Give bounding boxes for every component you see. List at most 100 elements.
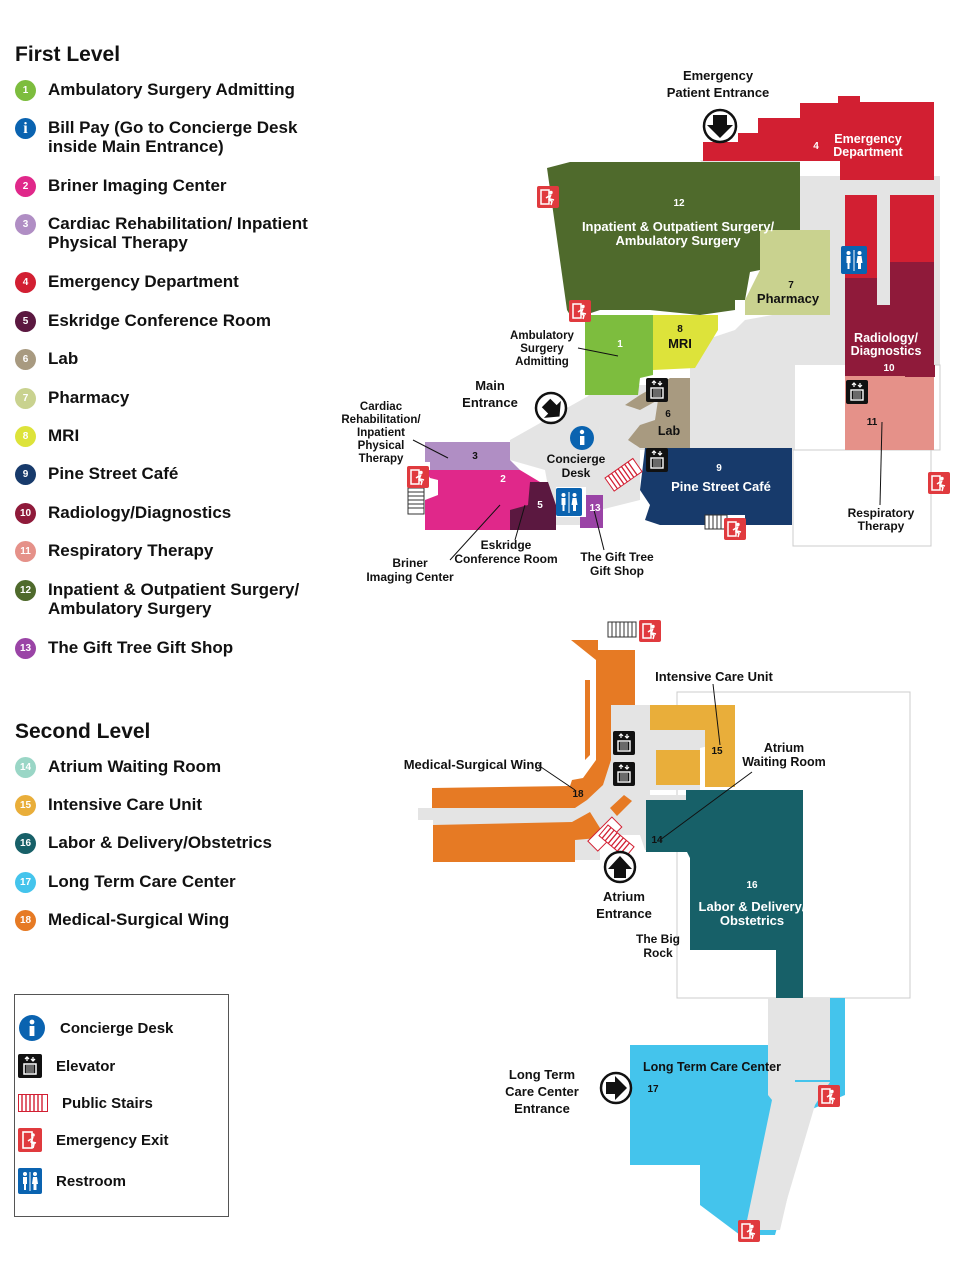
- legend-number-badge: 3: [15, 214, 36, 235]
- restroom-icon: [840, 245, 868, 275]
- legend-label: Bill Pay (Go to Concierge Desk inside Ma…: [48, 118, 298, 156]
- area-number-9: 9: [716, 463, 722, 474]
- area-number-16: 16: [746, 880, 758, 891]
- area-number-8: 8: [677, 324, 683, 335]
- second-level-heading: Second Level: [15, 720, 151, 743]
- elevator-icon: [612, 761, 636, 787]
- key-stairs: Public Stairs: [18, 1094, 153, 1112]
- area-number-17: 17: [647, 1084, 659, 1095]
- legend-label: Pine Street Café: [48, 464, 179, 483]
- restroom-icon: [18, 1168, 42, 1194]
- legend-label: Intensive Care Unit: [48, 795, 202, 814]
- legend-item: 12 Inpatient & Outpatient Surgery/ Ambula…: [15, 580, 325, 618]
- legend-number-badge: 12: [15, 580, 36, 601]
- first-level-heading: First Level: [15, 43, 121, 66]
- legend-number-badge: 15: [15, 795, 36, 816]
- legend-number-badge: 8: [15, 426, 36, 447]
- emergency-entrance-arrow-icon: [702, 108, 738, 144]
- label-lab: Lab: [658, 424, 681, 438]
- area-number-1: 1: [617, 339, 623, 350]
- legend-item: 7 Pharmacy: [15, 388, 325, 409]
- legend-label: Lab: [48, 349, 79, 368]
- legend-label: Medical-Surgical Wing: [48, 910, 230, 929]
- emergency-exit-icon: [638, 619, 662, 643]
- area-number-7: 7: [788, 280, 794, 291]
- legend-number-badge: 10: [15, 503, 36, 524]
- legend-label: Labor & Delivery/Obstetrics: [48, 833, 272, 852]
- area-cardiac-rehab: [425, 442, 520, 470]
- leader-lines: [412, 347, 883, 561]
- legend-label: Pharmacy: [48, 388, 130, 407]
- legend-number-badge: 16: [15, 833, 36, 854]
- legend-label: Ambulatory Surgery Admitting: [48, 80, 295, 99]
- legend-label: The Gift Tree Gift Shop: [48, 638, 234, 657]
- legend-label: Emergency Department: [48, 272, 239, 291]
- area-lab: [625, 378, 690, 448]
- key-elevator: Elevator: [18, 1054, 115, 1078]
- main-entrance-arrow-icon: [534, 391, 568, 425]
- concierge-info-icon: [570, 426, 594, 450]
- elevator-icon: [612, 730, 636, 756]
- legend-number-badge: 11: [15, 541, 36, 562]
- stairs-icon: [18, 1094, 48, 1112]
- label-cafe: Pine Street Café: [671, 479, 771, 494]
- area-ambulatory-admitting: [585, 315, 653, 395]
- label-surgery: Inpatient & Outpatient Surgery/Ambulator…: [582, 219, 775, 248]
- key-label: Concierge Desk: [60, 1019, 174, 1037]
- area-number-11: 11: [867, 417, 878, 428]
- label-radiology: Radiology/Diagnostics: [851, 331, 922, 358]
- storage-outline: [792, 449, 932, 547]
- emergency-exit-icon: [568, 299, 592, 323]
- area-pharmacy: [745, 230, 830, 315]
- key-concierge: Concierge Desk: [18, 1014, 173, 1042]
- area-number-14: 14: [651, 835, 663, 846]
- area-icu: [650, 705, 735, 787]
- key-exit: Emergency Exit: [18, 1128, 169, 1152]
- atrium-entrance-arrow-icon: [603, 850, 637, 884]
- info-icon: i: [15, 118, 36, 139]
- legend-number-badge: 14: [15, 757, 36, 778]
- legend-item: i Bill Pay (Go to Concierge Desk inside M…: [15, 118, 325, 156]
- legend-label: Briner Imaging Center: [48, 176, 227, 195]
- legend-number-badge: 7: [15, 388, 36, 409]
- legend-item: 4 Emergency Department: [15, 272, 325, 293]
- area-number-6: 6: [665, 409, 671, 420]
- area-mri: [653, 315, 718, 370]
- area-medical-surgical-wing: [432, 640, 635, 862]
- legend-number-badge: 4: [15, 272, 36, 293]
- legend-item: 16 Labor & Delivery/Obstetrics: [15, 833, 325, 854]
- map-key: [14, 994, 229, 1217]
- legend-label: MRI: [48, 426, 80, 445]
- legend-label: Inpatient & Outpatient Surgery/ Ambulato…: [48, 580, 300, 618]
- emergency-exit-icon: [817, 1084, 841, 1108]
- legend-label: Atrium Waiting Room: [48, 757, 222, 776]
- ltc-entrance-arrow-icon: [599, 1071, 633, 1105]
- elevator-icon: [845, 379, 869, 405]
- stairs: [604, 457, 643, 492]
- label-medsurg: Medical-Surgical Wing: [404, 757, 543, 772]
- legend-number-badge: 17: [15, 872, 36, 893]
- area-number-5: 5: [537, 500, 543, 511]
- area-number-15: 15: [711, 746, 723, 757]
- restroom-icon: [555, 487, 583, 517]
- area-surgery: [547, 162, 800, 315]
